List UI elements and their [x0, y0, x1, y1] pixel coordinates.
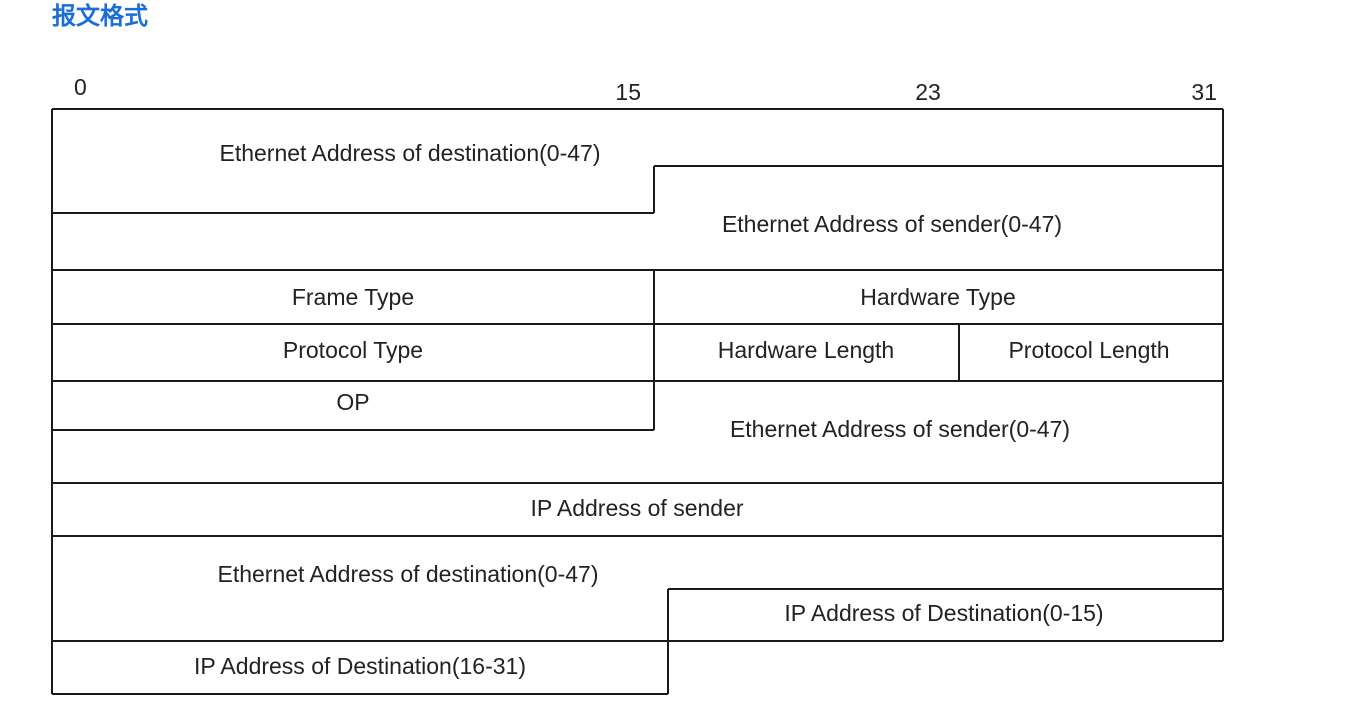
field-hardware-type: Hardware Type — [860, 284, 1016, 310]
field-eth-sender-1: Ethernet Address of sender(0-47) — [722, 211, 1062, 237]
bit-label-23: 23 — [915, 79, 941, 105]
field-ip-dest-high: IP Address of Destination(16-31) — [194, 653, 526, 679]
bit-label-31: 31 — [1191, 79, 1217, 105]
field-op: OP — [336, 389, 369, 415]
field-ip-dest-low: IP Address of Destination(0-15) — [784, 600, 1103, 626]
field-ip-sender: IP Address of sender — [530, 495, 743, 521]
field-eth-dest-1: Ethernet Address of destination(0-47) — [219, 140, 600, 166]
bit-label-0: 0 — [74, 74, 87, 100]
field-protocol-length: Protocol Length — [1008, 337, 1169, 363]
field-frame-type: Frame Type — [292, 284, 414, 310]
diagram-lines — [51, 108, 1224, 695]
section-heading: 报文格式 — [52, 2, 148, 30]
field-protocol-type: Protocol Type — [283, 337, 423, 363]
field-eth-dest-2: Ethernet Address of destination(0-47) — [217, 561, 598, 587]
bit-label-15: 15 — [615, 79, 641, 105]
field-hardware-length: Hardware Length — [718, 337, 894, 363]
field-eth-sender-2: Ethernet Address of sender(0-47) — [730, 416, 1070, 442]
